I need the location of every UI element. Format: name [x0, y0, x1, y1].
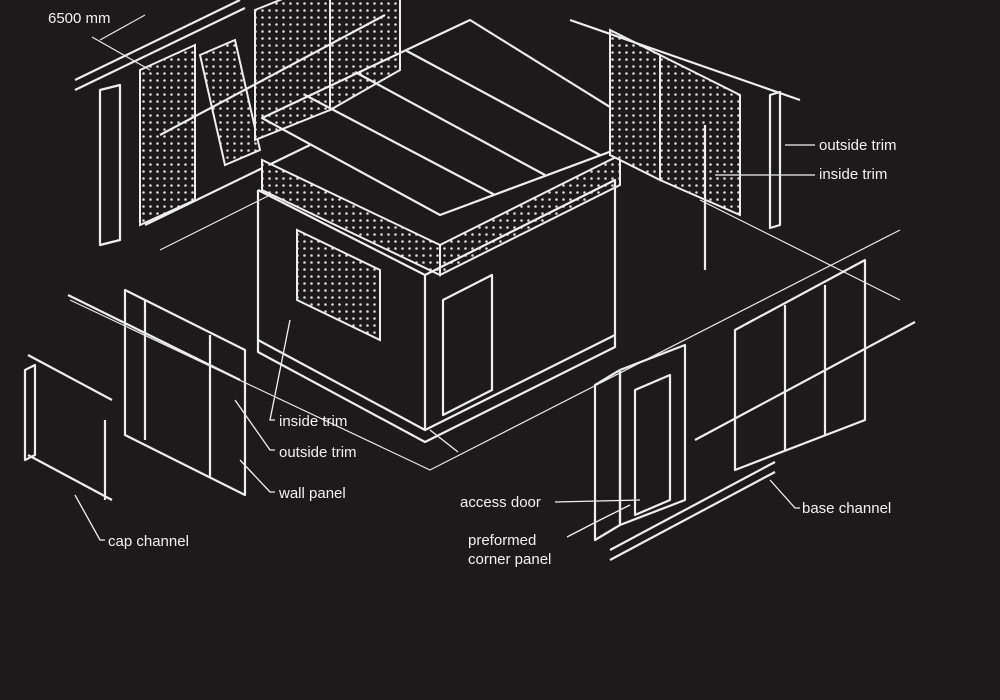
label-wall-panel: wall panel	[279, 485, 346, 502]
back-wall-panels	[74, 0, 401, 247]
front-left-wall	[23, 288, 247, 501]
label-inside-trim-left: inside trim	[279, 413, 348, 430]
label-preformed: preformed	[468, 532, 537, 549]
label-outside-trim-left: outside trim	[279, 444, 357, 461]
dimension-arrow	[91, 14, 151, 71]
front-right-wall	[593, 258, 916, 561]
label-outside-trim-right: outside trim	[819, 137, 897, 154]
label-access-door: access door	[460, 494, 541, 511]
label-base-channel: base channel	[802, 500, 892, 517]
cold-room-box	[256, 178, 617, 444]
label-inside-trim-right: inside trim	[819, 166, 888, 183]
right-wall-panels	[569, 18, 801, 270]
access-door-panel	[633, 373, 672, 517]
label-corner-panel: corner panel	[468, 551, 552, 568]
leader-lines	[74, 144, 815, 541]
dimension-label: 6500 mm	[48, 10, 111, 27]
box-door	[441, 273, 494, 417]
label-cap-channel: cap channel	[108, 533, 189, 550]
